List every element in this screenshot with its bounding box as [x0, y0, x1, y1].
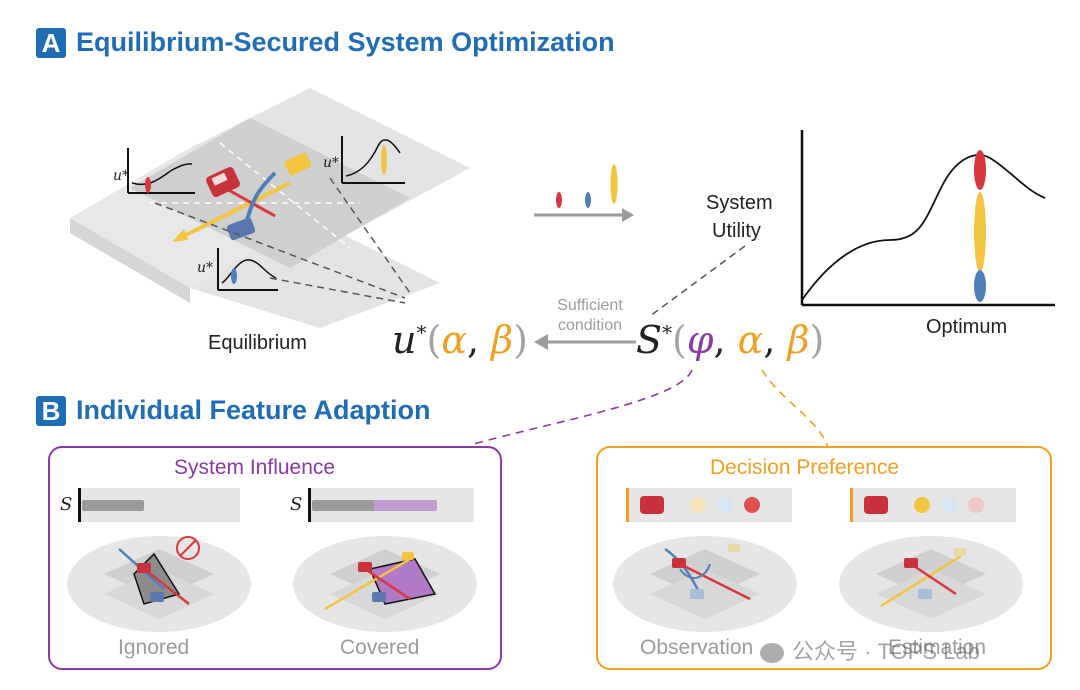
blue-car-icon: [226, 217, 256, 241]
mini-plot-bottom: [217, 248, 278, 291]
section-b-badge: B: [36, 396, 66, 426]
yellow-trajectory-arrow: [179, 181, 291, 240]
s-star: *: [662, 320, 673, 345]
red-trajectory-arrow: [224, 186, 276, 218]
red-car-icon: [206, 167, 240, 197]
equilibrium-label: Equilibrium: [208, 332, 307, 354]
u-alpha: α: [441, 318, 467, 362]
mini-plot-left: [127, 148, 195, 194]
wechat-icon: [760, 643, 784, 664]
system-utility-label-1: System: [706, 192, 773, 214]
covered-intersection: [293, 536, 477, 632]
u-beta: β: [491, 318, 514, 362]
utility-red-peak: [974, 150, 986, 190]
observation-face-yellow-icon: [690, 497, 706, 513]
u-comma: ,: [466, 318, 492, 362]
system-utility-label-2: Utility: [712, 220, 761, 242]
system-influence-panel: System Influence S S Ignored Covere: [48, 446, 502, 670]
red-distribution-icon: [556, 192, 562, 208]
u-star-label-bottom: u*: [197, 260, 214, 276]
decision-preference-panel: Decision Preference Observation Es: [596, 446, 1052, 670]
observation-face-red-icon: [744, 497, 760, 513]
s-close-paren: ): [809, 318, 825, 362]
estimation-face-blue-icon: [942, 497, 958, 513]
s-bar-symbol-covered: S: [290, 494, 303, 515]
panel-connectors: [469, 369, 829, 449]
section-b-title: Individual Feature Adaption: [76, 395, 431, 425]
utility-blue-peak: [974, 270, 986, 302]
ignored-label: Ignored: [118, 636, 190, 659]
utility-curve: [801, 154, 1046, 301]
ignored-marker-icon: [176, 536, 200, 560]
covered-bar-extra: [374, 500, 437, 511]
utility-yellow-peak: [974, 192, 986, 272]
watermark-text: 公众号 · TOPS Lab: [792, 639, 980, 664]
s-alpha: α: [737, 318, 764, 362]
yellow-arrow-head: [172, 229, 188, 242]
ignored-bar-fill: [82, 500, 144, 511]
section-a-title: Equilibrium-Secured System Optimization: [76, 27, 615, 57]
sufficient-line-2: condition: [557, 317, 623, 334]
system-influence-title: System Influence: [174, 456, 336, 479]
ignored-bar-track: [78, 488, 240, 522]
u-star: *: [416, 320, 427, 345]
sufficient-line-1: Sufficient: [557, 297, 623, 314]
s-bar-symbol-ignored: S: [60, 494, 73, 515]
u-symbol: u: [392, 318, 417, 362]
covered-label: Covered: [340, 636, 420, 659]
section-a-badge: A: [36, 28, 66, 58]
s-comma-2: ,: [763, 318, 788, 362]
aggregation-arrow: [534, 164, 634, 222]
s-star-formula: S*(φ, α, β): [636, 318, 824, 362]
observation-face-blue-icon: [718, 497, 734, 513]
s-phi: φ: [686, 318, 714, 362]
road-cross: [70, 88, 470, 328]
covered-bar-track: [308, 488, 474, 522]
decision-preference-title: Decision Preference: [710, 456, 900, 479]
intersection-illustration: [70, 88, 470, 328]
estimation-intersection: [839, 536, 1023, 632]
estimation-face-red-icon: [968, 497, 984, 513]
u-close-paren: ): [513, 318, 528, 362]
system-utility-plot: [800, 130, 1055, 307]
covered-bar-base: [312, 500, 374, 511]
yellow-car-icon: [284, 152, 312, 176]
s-comma-1: ,: [713, 318, 738, 362]
u-star-label-left: u*: [113, 168, 130, 184]
blue-distribution-icon: [585, 192, 591, 208]
estimation-label: Estimation: [888, 636, 987, 659]
observation-label: Observation: [640, 636, 754, 659]
estimation-car-icon: [864, 496, 888, 514]
u-open-paren: (: [426, 318, 442, 362]
yellow-distribution-icon: [610, 164, 618, 204]
utility-connector: [649, 245, 746, 317]
optimum-label: Optimum: [926, 316, 1008, 338]
sufficient-condition-label: Sufficient condition: [545, 296, 635, 336]
watermark: 公众号 · TOPS Lab: [760, 634, 980, 666]
s-open-paren: (: [672, 318, 687, 362]
sufficient-arrow: [534, 334, 636, 350]
u-star-label-right: u*: [323, 155, 340, 171]
s-beta: β: [787, 318, 810, 362]
ignored-intersection: [67, 536, 251, 632]
u-star-formula: u*(α, β): [392, 318, 528, 362]
estimation-face-yellow-icon: [914, 497, 930, 513]
s-symbol: S: [636, 318, 663, 362]
observation-intersection: [613, 536, 797, 632]
observation-car-icon: [640, 496, 664, 514]
mini-plot-right: [341, 136, 405, 184]
estimation-preference-bar: [850, 488, 1016, 522]
observation-preference-bar: [626, 488, 792, 522]
